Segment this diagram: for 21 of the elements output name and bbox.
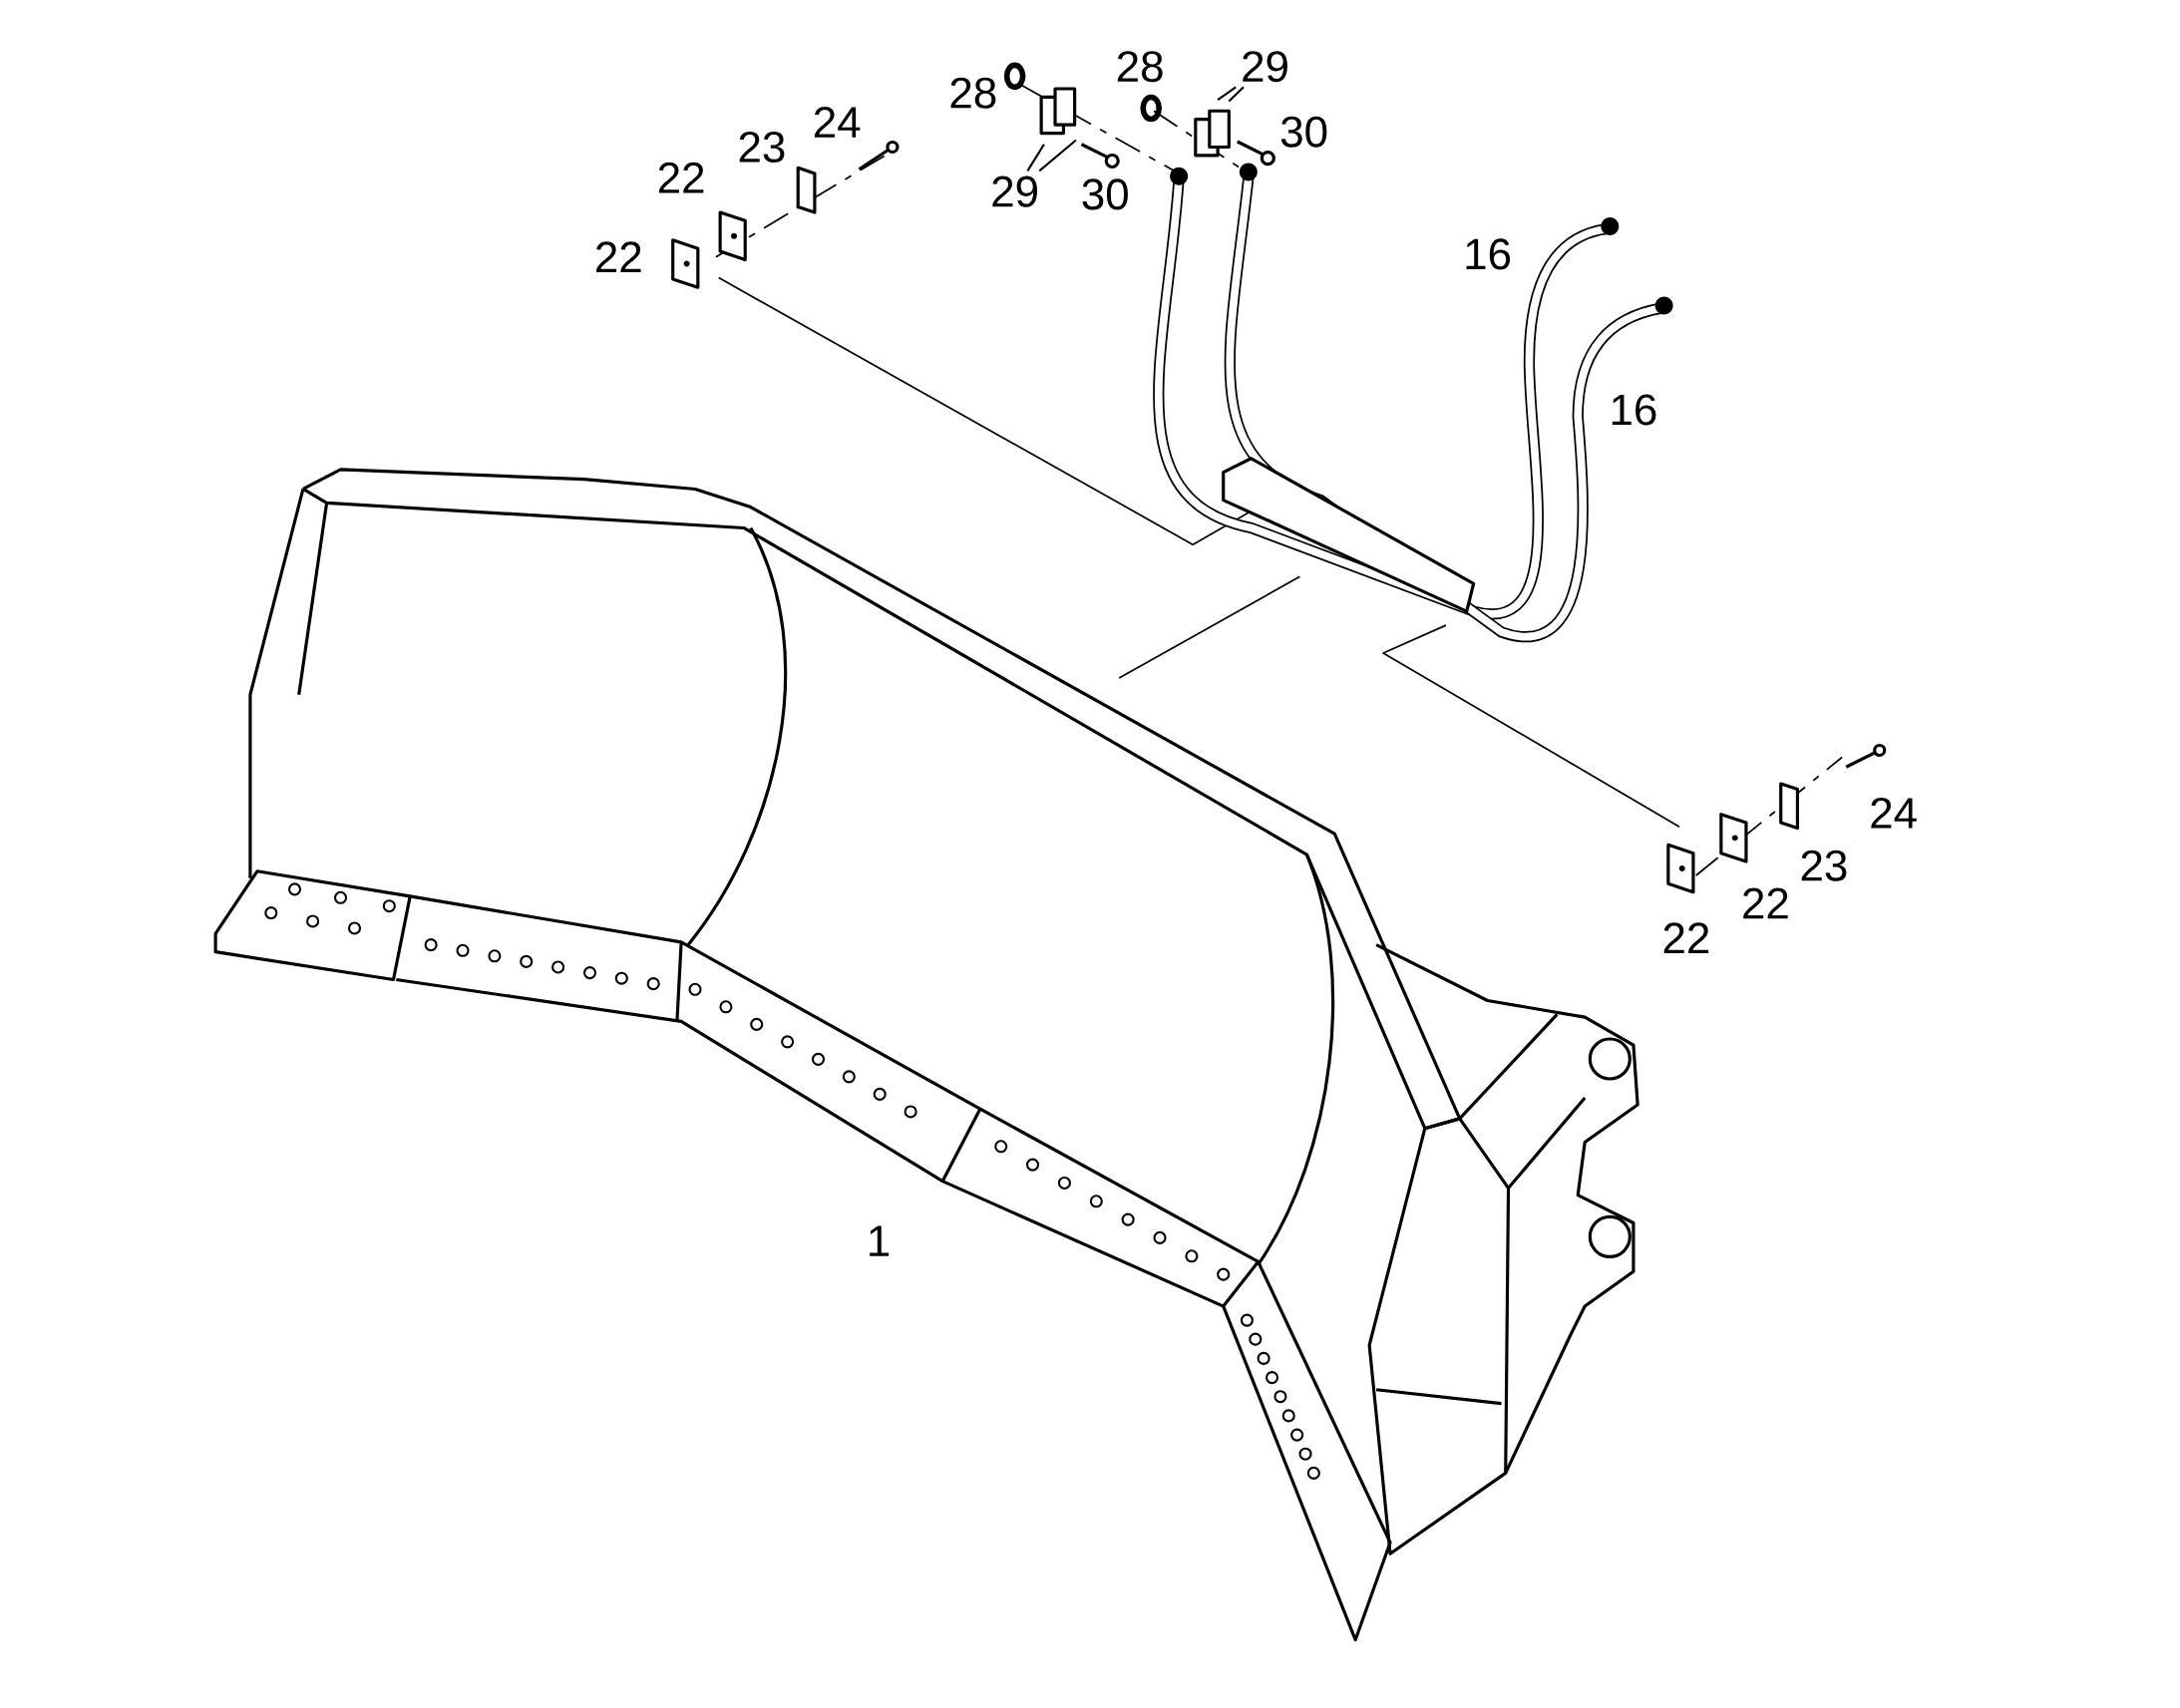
callout-number: 22 — [658, 162, 704, 193]
callout-number: 1 — [870, 1225, 890, 1256]
callout-number: 16 — [1612, 394, 1656, 426]
callout-number: 16 — [1466, 238, 1511, 270]
leader-line — [1026, 144, 1045, 171]
leader-line — [1217, 86, 1237, 101]
callout-number: 29 — [992, 175, 1037, 207]
callout-number: 24 — [1871, 797, 1917, 829]
callout-number: 22 — [1743, 887, 1788, 919]
callout-number: 23 — [739, 131, 785, 164]
leader-line — [1038, 139, 1077, 172]
callout-number: 30 — [1280, 116, 1327, 148]
callout-number: 22 — [596, 241, 641, 272]
callout-number: 29 — [1243, 51, 1287, 83]
callout-number: 30 — [1082, 178, 1128, 210]
callout-number: 23 — [1801, 850, 1847, 881]
callout-number: 24 — [815, 107, 861, 138]
leader-line — [1228, 86, 1245, 103]
callout-number: 28 — [950, 77, 996, 109]
callout-number: 22 — [1663, 922, 1709, 953]
callout-number: 28 — [1117, 51, 1163, 83]
